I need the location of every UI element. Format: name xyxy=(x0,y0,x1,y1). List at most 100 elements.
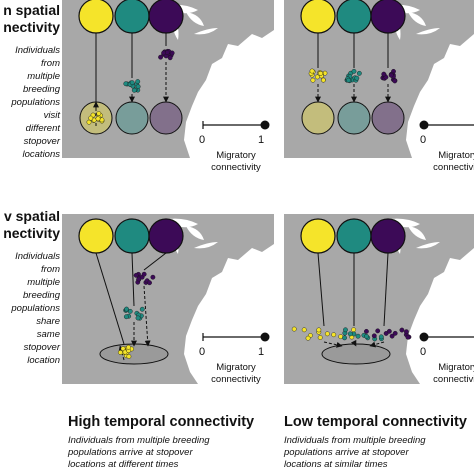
breeding-population-purple xyxy=(370,218,406,254)
scale-1-min: 0 xyxy=(199,134,206,146)
bird-point-teal xyxy=(139,306,145,312)
bird-point-yellow xyxy=(99,117,105,123)
migration-arrow-yellow xyxy=(95,252,125,345)
bird-point-purple xyxy=(141,271,147,277)
breeding-population-yellow xyxy=(300,0,336,34)
bird-point-teal xyxy=(347,331,353,337)
bird-point-purple xyxy=(147,280,152,286)
migration-arrow-yellow xyxy=(317,252,325,327)
bird-point-purple xyxy=(389,333,395,339)
bird-point-yellow xyxy=(317,335,323,340)
bird-point-purple xyxy=(375,328,381,334)
bird-point-yellow xyxy=(310,77,316,83)
bird-point-yellow xyxy=(338,334,344,340)
bird-point-teal xyxy=(129,80,135,86)
scale-marker-3 xyxy=(260,332,270,342)
scale-marker-2 xyxy=(419,120,429,130)
bird-point-teal xyxy=(124,306,129,312)
lake-erie-icon xyxy=(194,242,218,249)
bird-point-yellow xyxy=(316,327,322,333)
breeding-population-purple xyxy=(370,0,406,34)
breeding-population-yellow xyxy=(78,0,114,34)
shared-stopover-site xyxy=(321,343,391,365)
breeding-population-teal xyxy=(114,218,150,254)
bird-point-yellow xyxy=(331,332,337,338)
breeding-population-teal xyxy=(336,0,372,34)
migration-arrow-teal xyxy=(131,252,135,307)
bird-point-teal xyxy=(364,333,369,339)
north-america-map xyxy=(284,214,474,384)
bird-point-yellow xyxy=(95,116,101,122)
bird-point-teal xyxy=(135,315,141,321)
bird-point-purple xyxy=(399,327,405,333)
bird-point-teal xyxy=(351,68,357,74)
migration-arrow-dashed-purple xyxy=(369,341,385,348)
map-panel-2 xyxy=(284,0,474,158)
stopover-site-purple xyxy=(149,101,183,135)
stopover-site-purple xyxy=(371,101,405,135)
bird-point-teal xyxy=(378,334,384,340)
bird-point-purple xyxy=(136,276,142,282)
bird-point-purple xyxy=(405,334,411,340)
scale-1-max: 1 xyxy=(258,134,265,146)
lake-erie-icon xyxy=(416,242,440,249)
lake-huron-icon xyxy=(186,12,204,26)
north-america-map xyxy=(284,0,474,158)
bird-point-purple xyxy=(392,330,398,336)
bird-point-teal xyxy=(131,87,137,93)
breeding-population-purple xyxy=(148,218,184,254)
bird-point-teal xyxy=(342,335,347,341)
scale-marker-1 xyxy=(260,120,270,130)
scale-marker-4 xyxy=(419,332,429,342)
bird-point-teal xyxy=(123,81,129,87)
breeding-population-purple xyxy=(148,0,184,34)
bird-point-teal xyxy=(356,70,362,76)
migration-arrow-dashed-teal xyxy=(350,339,357,347)
scale-2-min: 0 xyxy=(420,134,427,146)
bird-point-yellow xyxy=(117,350,123,355)
bird-point-yellow xyxy=(88,115,94,121)
breeding-population-teal xyxy=(114,0,150,34)
breeding-population-teal xyxy=(336,218,372,254)
bird-point-teal xyxy=(343,327,348,333)
stopover-site-teal xyxy=(115,101,149,135)
north-america-map xyxy=(62,214,274,384)
bird-point-yellow xyxy=(291,326,297,332)
bird-point-yellow xyxy=(305,335,311,341)
stopover-site-yellow xyxy=(301,101,335,135)
bird-point-yellow xyxy=(320,77,326,83)
bird-point-teal xyxy=(346,77,351,83)
migration-arrow-dashed-purple xyxy=(143,285,151,347)
bird-point-purple xyxy=(167,55,173,61)
bird-point-purple xyxy=(161,50,167,56)
bird-point-yellow xyxy=(126,344,131,350)
column-1-title: High temporal connectivity xyxy=(68,414,255,430)
breeding-population-yellow xyxy=(300,218,336,254)
scale-3-max: 1 xyxy=(258,346,265,358)
bird-point-teal xyxy=(123,314,129,320)
bird-point-purple xyxy=(381,71,387,77)
bird-point-yellow xyxy=(96,111,102,116)
map-panel-1 xyxy=(62,0,274,158)
bird-point-yellow xyxy=(351,327,357,333)
bird-point-teal xyxy=(355,333,361,339)
scale-3-min: 0 xyxy=(199,346,206,358)
bird-point-purple xyxy=(386,328,392,334)
lake-huron-icon xyxy=(408,12,426,26)
shared-stopover-site xyxy=(99,343,169,365)
bird-point-purple xyxy=(392,78,398,84)
bird-point-teal xyxy=(354,75,360,81)
north-america-map xyxy=(62,0,274,158)
bird-point-teal xyxy=(135,84,141,89)
bird-point-yellow xyxy=(309,68,315,74)
bird-point-yellow xyxy=(126,354,132,359)
